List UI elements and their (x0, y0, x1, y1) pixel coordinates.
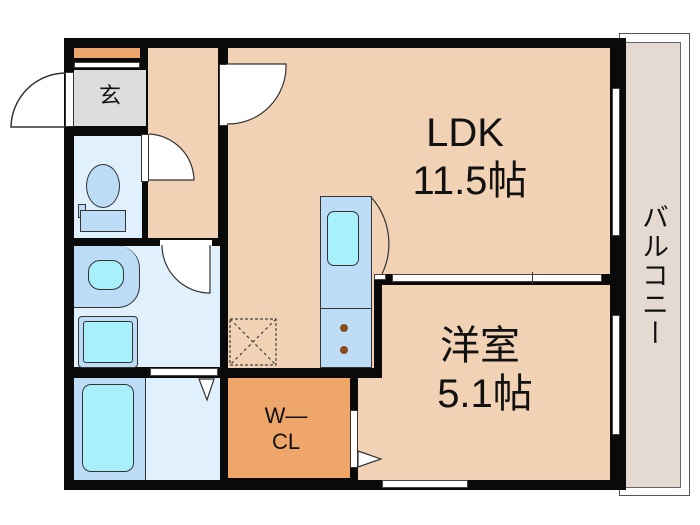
shoe-closet-door (74, 62, 140, 68)
entrance-door-swing-icon (10, 72, 66, 128)
toilet-seat-base-icon (80, 210, 126, 232)
western-room-size: 5.1帖 (437, 372, 533, 416)
window-balcony-ldk[interactable] (612, 88, 620, 236)
stove-burner-icon (340, 324, 348, 332)
refrigerator-space-icon (229, 318, 277, 366)
shoe-closet (74, 48, 140, 58)
wcl-door-opening[interactable] (350, 410, 358, 468)
balcony-label: バルコニー (638, 203, 668, 348)
toilet-room (74, 136, 142, 238)
ldk-size: 11.5帖 (412, 159, 528, 203)
genkan: 玄 (74, 70, 146, 126)
ldk-room (228, 48, 610, 274)
kitchen-divider (320, 308, 372, 309)
balcony: バルコニー (620, 42, 681, 488)
washbasin-icon (88, 260, 124, 290)
genkan-label: 玄 (98, 83, 121, 108)
western-room-label: 洋室 (440, 324, 520, 368)
ldk-label: LDK (426, 111, 504, 155)
wcl-door-indicator-icon (357, 450, 383, 468)
window-western-bottom[interactable] (382, 480, 468, 488)
kitchen-door-swing-icon (370, 196, 390, 275)
stove-burner-icon (340, 346, 348, 354)
sliding-door-ldk-western[interactable] (392, 274, 602, 282)
bathroom-door-opening[interactable] (150, 368, 218, 376)
toilet-bowl-icon (86, 164, 120, 208)
bathroom-door-indicator-icon (198, 378, 215, 402)
washing-machine-icon (83, 321, 133, 363)
entrance-door-opening[interactable] (65, 72, 74, 127)
toilet-door-opening[interactable] (141, 134, 149, 182)
wcl-label-line1: W— (264, 403, 308, 428)
kitchen-sink-icon (327, 211, 359, 266)
window-ldk-kitchen[interactable] (374, 274, 386, 280)
western-room (382, 285, 610, 480)
sliding-door-divider (532, 272, 533, 284)
washroom-door-swing-icon (161, 244, 211, 294)
toilet-door-swing-icon (148, 133, 195, 181)
walk-in-closet: W— CL (228, 378, 350, 478)
ldk-door-swing-icon (226, 63, 287, 125)
window-balcony-western[interactable] (612, 315, 620, 435)
bathroom (74, 378, 220, 480)
bathtub-icon (82, 384, 134, 472)
washroom-door-opening[interactable] (160, 240, 212, 247)
wcl-label-line2: CL (271, 429, 301, 454)
